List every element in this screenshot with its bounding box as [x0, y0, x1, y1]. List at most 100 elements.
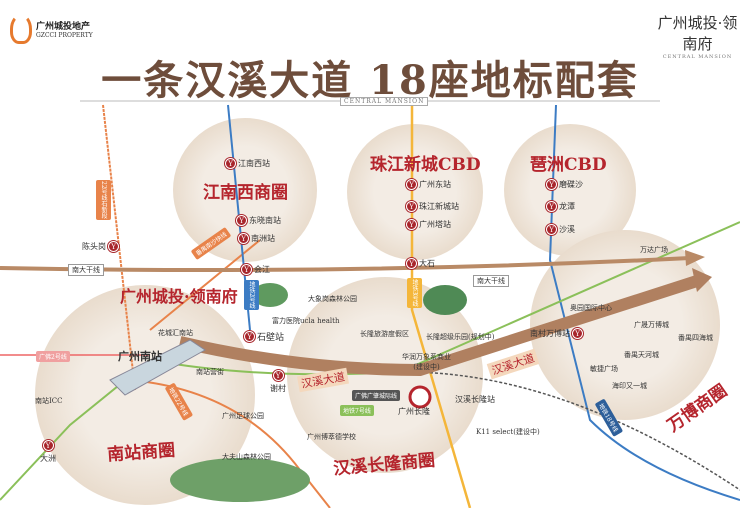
landmark: 长隆超级乐园(规划中) [426, 333, 495, 341]
metro-icon: Y [225, 158, 236, 169]
station: 广州长隆 [398, 406, 430, 417]
landmark: 海印又一城 [612, 382, 647, 390]
landmark: 奥园国际中心 [570, 304, 612, 312]
metro-icon: Y [546, 179, 557, 190]
station-name: 大石 [419, 259, 435, 268]
project-logo: 广州城投·领南府 CENTRAL MANSION [655, 12, 740, 60]
landmark: 富力医院ucla health [272, 317, 340, 325]
station-name: 大洲 [40, 454, 56, 463]
zone-label: 江南西商圈 [203, 183, 288, 203]
landmark: 华润万象系商业 (建设中) [402, 353, 451, 371]
zone-label: 南站商圈 [106, 440, 176, 466]
road-label: 南大干线 [473, 275, 509, 287]
brand-name-en: GZCCI PROPERTY [36, 32, 93, 39]
metro-line-22-north [102, 104, 136, 391]
landmark: K11 select(建设中) [476, 428, 540, 436]
station: Y 大洲 [40, 440, 56, 464]
zone-circle-pazhou [504, 124, 636, 256]
metro-line-3 [410, 105, 472, 508]
project-label: 广州城投·领南府 [120, 287, 238, 306]
landmark: 南站ICC [35, 397, 63, 405]
zone-label: 琶洲CBD [530, 155, 607, 175]
station-name: 广州东站 [419, 180, 451, 189]
station-name: 谢村 [270, 384, 286, 393]
road-label: 南大干线 [68, 264, 104, 276]
road-arrow-icon [685, 250, 705, 266]
forest-park-icon [252, 283, 288, 307]
metro-line-22 [129, 379, 331, 508]
landmark: 敏捷广场 [590, 365, 618, 373]
station-name: 龙潭 [559, 202, 575, 211]
station-name: 沙溪 [559, 225, 575, 234]
metro-icon: Y [546, 201, 557, 212]
station-name: 广州长隆 [398, 407, 430, 416]
transfer-station-icon [408, 385, 432, 409]
page-title: 一条汉溪大道 18座地标配套 [101, 57, 639, 104]
landmark: 南站营街 [196, 368, 224, 376]
station-name: 东晓南站 [249, 216, 281, 225]
metro-icon: Y [42, 440, 54, 451]
station-name: 珠江新城站 [419, 202, 459, 211]
subtitle: CENTRAL MANSION [340, 97, 429, 106]
station: Y 谢村 [270, 370, 286, 394]
landmark: 大象岗森林公园 [308, 295, 357, 303]
metro-icon: Y [272, 370, 284, 381]
metro-icon: Y [406, 179, 417, 190]
station: 广州南站 [118, 348, 162, 364]
metro-icon: Y [546, 224, 557, 235]
brand-logo-icon [10, 14, 32, 44]
south-station-building-icon [109, 339, 206, 396]
metro-icon: Y [238, 233, 249, 244]
mountain-park-icon [170, 458, 310, 502]
metro-icon: Y [108, 241, 119, 252]
metro-icon: Y [236, 215, 247, 226]
metro-icon: Y [572, 328, 583, 339]
metro-icon: Y [406, 258, 417, 269]
zone-circle-zhujiang [347, 124, 483, 260]
zone-circle-nanzhan [35, 285, 255, 505]
landmark: 花城汇南站 [158, 329, 193, 337]
metro-icon: Y [406, 201, 417, 212]
landmark: 大夫山森林公园 [222, 453, 271, 461]
metro-icon: Y [406, 219, 417, 230]
line-tag: 22号线石新段 [96, 180, 111, 220]
zone-circle-jiangnanxi [173, 118, 317, 262]
station: 汉溪长隆站 [455, 394, 495, 405]
zone-circles [35, 118, 720, 505]
station-name: 石壁站 [257, 333, 285, 343]
theme-park-icon [423, 285, 467, 315]
station-name: 广州南站 [118, 350, 162, 363]
metro-icon: Y [241, 264, 252, 275]
station-name: 会江 [254, 265, 270, 274]
station-name: 广州塔站 [419, 220, 451, 229]
road-hanxi [178, 274, 702, 377]
landmark: 广晟万博城 [634, 321, 669, 329]
landmark: 广州博萃德学校 [307, 433, 356, 441]
station-name: 陈头岗 [82, 242, 106, 251]
station-name: 南洲站 [251, 234, 275, 243]
road-arrow-icon [692, 268, 712, 292]
landmark: 广州足球公园 [222, 412, 264, 420]
landmark: 番禺天河城 [624, 351, 659, 359]
station-name: 江南西站 [238, 159, 270, 168]
line-tag: 广佛2号线 [36, 351, 70, 362]
project-logo-text: 广州城投·领南府 [657, 14, 738, 53]
landmark: 万达广场 [640, 246, 668, 254]
brand-name: 广州城投地产 [36, 22, 91, 32]
station-name: 磨碟沙 [559, 180, 583, 189]
zone-label: 珠江新城CBD [370, 155, 481, 175]
line-tag: 地铁3号线 [407, 278, 422, 308]
